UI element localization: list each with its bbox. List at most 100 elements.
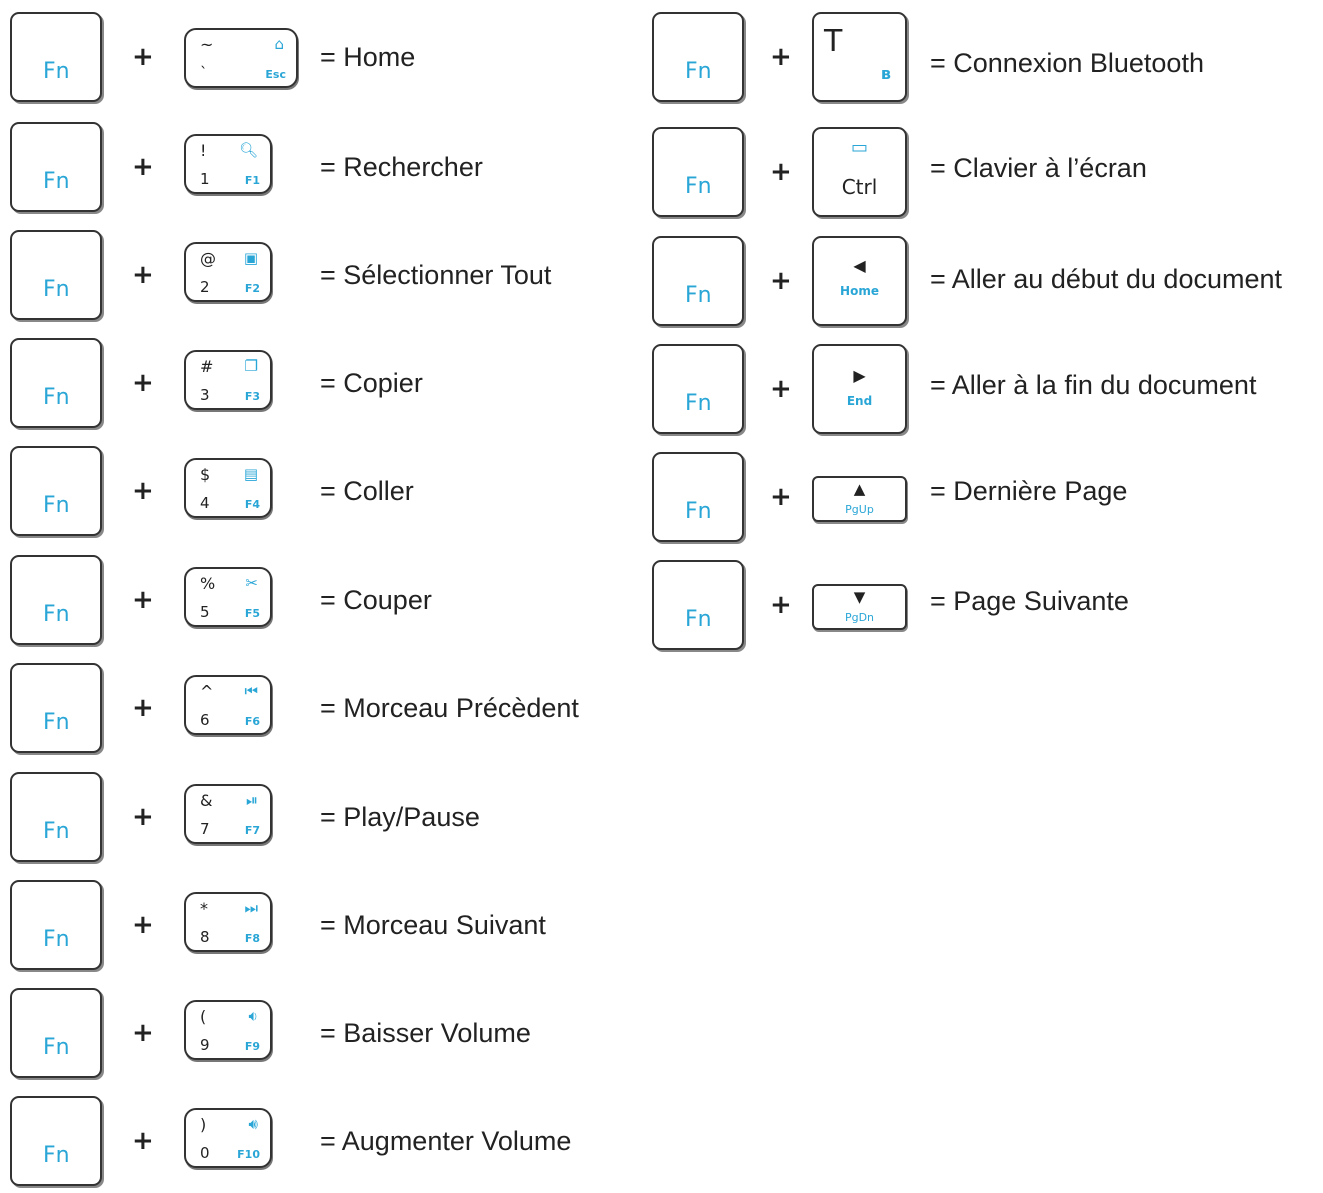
key-sub-label: Home xyxy=(840,284,879,298)
fn-key-label: Fn xyxy=(43,385,70,410)
down-arrow-icon: ▼ xyxy=(853,588,866,606)
key-main-label: Ctrl xyxy=(841,175,878,199)
key-top-left: ( xyxy=(200,1007,207,1026)
key-bottom-right: F5 xyxy=(244,607,260,620)
search-icon: 🔍︎ xyxy=(238,141,258,159)
shortcut-row-paste: Fn + $ 4 ▤ F4 = Coller xyxy=(10,446,630,542)
key-top-left: # xyxy=(200,357,214,376)
f7-key: & 7 ⏯ F7 xyxy=(184,784,272,844)
shortcut-description: = Home xyxy=(320,42,416,72)
shortcut-description: = Clavier à l’écran xyxy=(930,153,1147,183)
bluetooth-icon: ʙ xyxy=(880,64,891,83)
key-main-label: T xyxy=(824,24,843,59)
plus-sign: + xyxy=(132,1126,154,1156)
plus-sign: + xyxy=(770,590,792,620)
shortcut-description: = Page Suivante xyxy=(930,586,1129,616)
key-bottom-right: F7 xyxy=(244,824,260,837)
f9-key: ( 9 🔉︎ F9 xyxy=(184,1000,272,1060)
key-sub-label: PgUp xyxy=(845,503,874,516)
f2-key: @ 2 ▣ F2 xyxy=(184,242,272,302)
fn-key-label: Fn xyxy=(43,602,70,627)
plus-sign: + xyxy=(132,693,154,723)
f4-key: $ 4 ▤ F4 xyxy=(184,458,272,518)
shortcut-description: = Connexion Bluetooth xyxy=(930,48,1204,78)
fn-key: Fn xyxy=(10,663,102,753)
page-up-key: ▲ PgUp xyxy=(812,476,907,522)
key-bottom-left: 2 xyxy=(200,278,210,296)
key-top-left: * xyxy=(200,899,208,918)
fn-key: Fn xyxy=(10,230,102,320)
shortcut-row-document-start: Fn + ◀ Home = Aller au début du document xyxy=(652,236,1322,332)
fn-key: Fn xyxy=(10,122,102,212)
f8-key: * 8 ⏭ F8 xyxy=(184,892,272,952)
shortcut-description: = Couper xyxy=(320,585,432,615)
fn-key-label: Fn xyxy=(43,710,70,735)
key-top-left: % xyxy=(200,574,216,593)
fn-key-label: Fn xyxy=(43,493,70,518)
plus-sign: + xyxy=(770,266,792,296)
fn-key: Fn xyxy=(652,560,744,650)
fn-key-label: Fn xyxy=(43,1035,70,1060)
copy-icon: ❐ xyxy=(244,357,258,375)
keyboard-icon: ▭ xyxy=(850,137,868,158)
ctrl-key: ▭ Ctrl xyxy=(812,127,907,217)
play-pause-icon: ⏯ xyxy=(245,791,258,809)
fn-key-label: Fn xyxy=(43,59,70,84)
f10-key: ) 0 🔊︎ F10 xyxy=(184,1108,272,1168)
key-bottom-right: F1 xyxy=(244,174,260,187)
page-down-key: ▼ PgDn xyxy=(812,584,907,630)
key-top-left: @ xyxy=(200,249,216,268)
shortcut-row-next-track: Fn + * 8 ⏭ F8 = Morceau Suivant xyxy=(10,880,630,976)
left-arrow-icon: ◀ xyxy=(853,256,866,275)
shortcut-description: = Rechercher xyxy=(320,152,483,182)
fn-key: Fn xyxy=(652,12,744,102)
fn-key-label: Fn xyxy=(685,499,712,524)
shortcut-row-page-down: Fn + ▼ PgDn = Page Suivante xyxy=(652,560,1322,656)
fn-key: Fn xyxy=(652,344,744,434)
fn-key-label: Fn xyxy=(43,169,70,194)
shortcut-description: = Morceau Suivant xyxy=(320,910,546,940)
key-bottom-right: F4 xyxy=(244,498,260,511)
up-arrow-icon: ▲ xyxy=(853,480,866,498)
shortcut-description: = Augmenter Volume xyxy=(320,1126,572,1156)
shortcut-row-search: Fn + ! 1 🔍︎ F1 = Rechercher xyxy=(10,122,630,218)
f1-key: ! 1 🔍︎ F1 xyxy=(184,134,272,194)
fn-key-label: Fn xyxy=(685,607,712,632)
key-bottom-left: 0 xyxy=(200,1144,210,1162)
key-top-left: ) xyxy=(200,1115,207,1134)
fn-key-label: Fn xyxy=(43,1143,70,1168)
fn-key: Fn xyxy=(652,127,744,217)
fn-key: Fn xyxy=(10,772,102,862)
plus-sign: + xyxy=(132,802,154,832)
key-top-left: & xyxy=(200,791,213,810)
key-bottom-right: F3 xyxy=(244,390,260,403)
right-arrow-icon: ▶ xyxy=(853,366,866,385)
f3-key: # 3 ❐ F3 xyxy=(184,350,272,410)
plus-sign: + xyxy=(132,368,154,398)
next-track-icon: ⏭ xyxy=(244,899,258,917)
shortcut-description: = Copier xyxy=(320,368,423,398)
shortcut-row-cut: Fn + % 5 ✂ F5 = Couper xyxy=(10,555,630,651)
plus-sign: + xyxy=(770,42,792,72)
key-bottom-left: 1 xyxy=(200,170,210,188)
fn-key: Fn xyxy=(10,446,102,536)
fn-key: Fn xyxy=(652,452,744,542)
plus-sign: + xyxy=(770,374,792,404)
fn-key-label: Fn xyxy=(43,927,70,952)
shortcut-row-previous-track: Fn + ^ 6 ⏮ F6 = Morceau Précèdent xyxy=(10,663,630,759)
shortcut-description: = Aller à la fin du document xyxy=(930,370,1257,400)
shortcut-description: = Dernière Page xyxy=(930,476,1128,506)
fn-key: Fn xyxy=(10,988,102,1078)
plus-sign: + xyxy=(132,585,154,615)
shortcut-row-document-end: Fn + ▶ End = Aller à la fin du document xyxy=(652,344,1322,440)
fn-key: Fn xyxy=(652,236,744,326)
fn-key-label: Fn xyxy=(43,277,70,302)
f6-key: ^ 6 ⏮ F6 xyxy=(184,675,272,735)
volume-up-icon: 🔊︎ xyxy=(248,1115,258,1133)
shortcut-row-onscreen-keyboard: Fn + ▭ Ctrl = Clavier à l’écran xyxy=(652,127,1322,223)
key-bottom-left: 8 xyxy=(200,928,210,946)
shortcut-description: = Baisser Volume xyxy=(320,1018,531,1048)
fn-key: Fn xyxy=(10,338,102,428)
key-top-left: $ xyxy=(200,465,211,484)
paste-icon: ▤ xyxy=(243,465,258,483)
